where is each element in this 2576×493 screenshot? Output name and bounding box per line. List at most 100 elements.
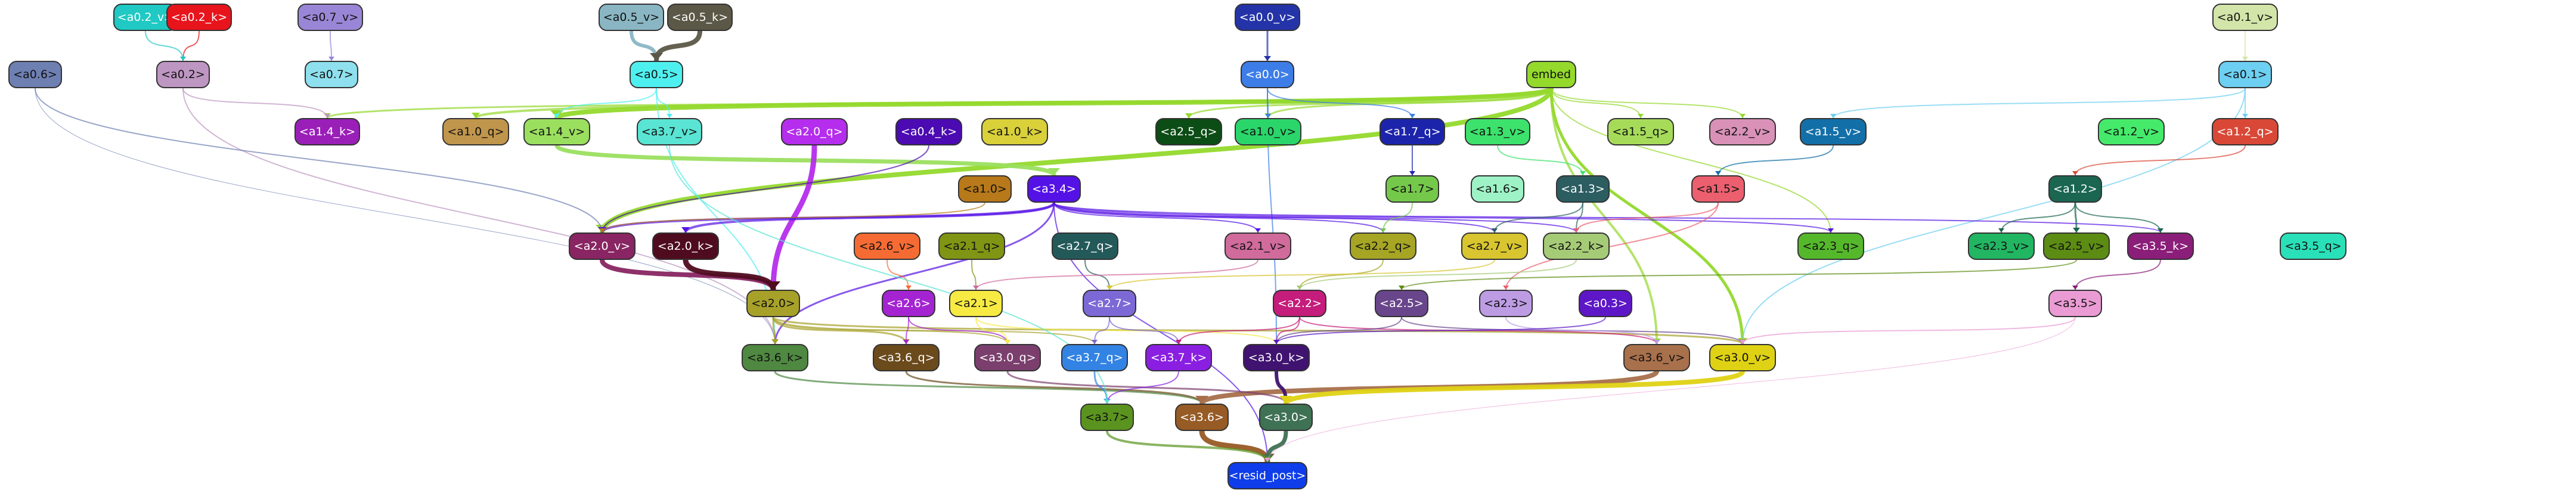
- node-a1-7[interactable]: <a1.7>: [1385, 175, 1439, 203]
- node-a2-3-v[interactable]: <a2.3_v>: [1968, 232, 2035, 260]
- edge-a2-2-to-a3-0_k: [1276, 317, 1300, 345]
- edge-arrowhead: [1492, 228, 1498, 232]
- edge-arrowhead: [1104, 399, 1110, 404]
- node-a3-0-k[interactable]: <a3.0_k>: [1243, 344, 1310, 371]
- node-a1-2-v[interactable]: <a1.2_v>: [2098, 118, 2165, 145]
- edge-arrowhead: [1503, 286, 1509, 290]
- node-a0-4-k[interactable]: <a0.4_k>: [895, 118, 962, 145]
- node-a2-7-q[interactable]: <a2.7_q>: [1052, 232, 1118, 260]
- edge-arrowhead: [1715, 171, 1721, 175]
- node-a3-6-v[interactable]: <a3.6_v>: [1623, 344, 1690, 371]
- edge-arrowhead: [1740, 114, 1746, 118]
- node-a3-5[interactable]: <a3.5>: [2048, 290, 2102, 317]
- node-a2-5-q[interactable]: <a2.5_q>: [1155, 118, 1222, 145]
- edge-arrowhead: [771, 339, 779, 344]
- node-a2-7[interactable]: <a2.7>: [1083, 290, 1136, 317]
- edge-a2-7-to-a3-7_q: [1094, 317, 1110, 345]
- edge-a3-4-to-a2-2_q: [1053, 202, 1384, 233]
- node-a2-2-v[interactable]: <a2.2_v>: [1709, 118, 1776, 145]
- node-a1-3-v[interactable]: <a1.3_v>: [1465, 118, 1530, 145]
- node-a2-0-v[interactable]: <a2.0_v>: [569, 232, 636, 260]
- node-a2-5[interactable]: <a2.5>: [1375, 290, 1428, 317]
- node-a3-7-q[interactable]: <a3.7_q>: [1061, 344, 1128, 371]
- node-a3-6-k[interactable]: <a3.6_k>: [742, 344, 808, 371]
- node-a1-3[interactable]: <a1.3>: [1556, 175, 1610, 203]
- node-a1-4-k[interactable]: <a1.4_k>: [295, 118, 360, 145]
- node-a2-3[interactable]: <a2.3>: [1479, 290, 1533, 317]
- node-a0-7-v[interactable]: <a0.7_v>: [297, 4, 363, 31]
- node-a1-0-q[interactable]: <a1.0_q>: [442, 118, 509, 145]
- node-a2-1-q[interactable]: <a2.1_q>: [938, 232, 1005, 260]
- edge-a0-3-to-a3-0_k: [1276, 317, 1606, 345]
- node-resid-post[interactable]: <resid_post>: [1227, 462, 1307, 489]
- edge-a1-4_v-to-a3-4: [554, 144, 1056, 176]
- node-a1-2[interactable]: <a1.2>: [2048, 175, 2102, 203]
- node-a3-7-k[interactable]: <a3.7_k>: [1145, 344, 1212, 371]
- node-a1-6[interactable]: <a1.6>: [1471, 175, 1524, 203]
- node-a0-5[interactable]: <a0.5>: [630, 61, 683, 88]
- edge-arrowhead: [472, 113, 480, 118]
- edge-arrowhead: [2072, 286, 2078, 290]
- node-a0-7[interactable]: <a0.7>: [305, 61, 358, 88]
- node-a1-0[interactable]: <a1.0>: [958, 175, 1012, 203]
- node-a2-0[interactable]: <a2.0>: [746, 290, 800, 317]
- node-a3-7[interactable]: <a3.7>: [1080, 404, 1134, 431]
- edge-arrowhead: [1048, 168, 1060, 175]
- edge-a2-2_q-to-a2-2: [1299, 259, 1384, 290]
- node-a2-2-q[interactable]: <a2.2_q>: [1350, 232, 1416, 260]
- node-a3-0[interactable]: <a3.0>: [1259, 404, 1313, 431]
- edge-embed-to-a3-6_v: [1550, 88, 1658, 345]
- node-a2-2[interactable]: <a2.2>: [1273, 290, 1326, 317]
- node-a2-0-q[interactable]: <a2.0_q>: [781, 118, 848, 145]
- node-a0-5-k[interactable]: <a0.5_k>: [667, 4, 733, 31]
- node-a3-5-q[interactable]: <a3.5_q>: [2280, 232, 2346, 260]
- node-a1-0-v[interactable]: <a1.0_v>: [1235, 118, 1301, 145]
- node-a1-2-q[interactable]: <a1.2_q>: [2212, 118, 2279, 145]
- node-a2-1[interactable]: <a2.1>: [949, 290, 1003, 317]
- node-a2-6[interactable]: <a2.6>: [882, 290, 935, 317]
- node-a1-4-v[interactable]: <a1.4_v>: [523, 118, 590, 145]
- edge-a0-1-to-a1-5_v: [1833, 88, 2246, 119]
- node-a0-5-v[interactable]: <a0.5_v>: [599, 4, 664, 31]
- edge-arrowhead: [1740, 340, 1746, 344]
- node-a1-5-v[interactable]: <a1.5_v>: [1800, 118, 1867, 145]
- node-a3-5-k[interactable]: <a3.5_k>: [2127, 232, 2194, 260]
- node-a0-0[interactable]: <a0.0>: [1241, 61, 1294, 88]
- node-a0-6[interactable]: <a0.6>: [8, 61, 62, 88]
- node-a2-5-v[interactable]: <a2.5_v>: [2043, 232, 2110, 260]
- edge-arrowhead: [599, 228, 605, 232]
- edge-a3-4-to-a2-2_k: [1053, 202, 1577, 233]
- edge-a1-3-to-a2-7_v: [1494, 202, 1583, 233]
- node-a3-7-v[interactable]: <a3.7_v>: [637, 118, 702, 145]
- node-a0-1-v[interactable]: <a0.1_v>: [2212, 4, 2278, 31]
- edge-arrowhead: [1279, 396, 1292, 404]
- node-a0-0-v[interactable]: <a0.0_v>: [1235, 4, 1300, 31]
- node-a0-3[interactable]: <a0.3>: [1579, 290, 1632, 317]
- node-embed[interactable]: embed: [1526, 61, 1576, 88]
- node-a2-3-q[interactable]: <a2.3_q>: [1797, 232, 1864, 260]
- node-a1-5[interactable]: <a1.5>: [1691, 175, 1745, 203]
- node-a2-0-k[interactable]: <a2.0_k>: [652, 232, 719, 260]
- edge-a2-2_k-to-a2-2: [1299, 259, 1577, 290]
- node-a0-2[interactable]: <a0.2>: [156, 61, 210, 88]
- edge-arrowhead: [1830, 114, 1836, 118]
- node-a1-7-q[interactable]: <a1.7_q>: [1380, 118, 1445, 145]
- node-a3-6[interactable]: <a3.6>: [1175, 404, 1229, 431]
- node-a3-0-q[interactable]: <a3.0_q>: [974, 344, 1041, 371]
- node-a1-0-k[interactable]: <a1.0_k>: [981, 118, 1048, 145]
- edge-embed-to-a2-2_v: [1551, 88, 1743, 119]
- node-a3-6-q[interactable]: <a3.6_q>: [873, 344, 940, 371]
- node-a0-2-k[interactable]: <a0.2_k>: [166, 4, 232, 31]
- node-a0-1[interactable]: <a0.1>: [2218, 61, 2272, 88]
- edge-arrowhead: [1409, 114, 1415, 118]
- node-a2-7-v[interactable]: <a2.7_v>: [1461, 232, 1528, 260]
- edge-a1-2-to-a2-3_v: [2001, 202, 2076, 233]
- node-a2-6-v[interactable]: <a2.6_v>: [854, 232, 920, 260]
- edge-arrowhead: [1185, 113, 1192, 118]
- node-a2-2-k[interactable]: <a2.2_k>: [1543, 232, 1610, 260]
- node-a3-0-v[interactable]: <a3.0_v>: [1709, 344, 1776, 371]
- node-a2-1-v[interactable]: <a2.1_v>: [1225, 232, 1291, 260]
- node-a1-5-q[interactable]: <a1.5_q>: [1607, 118, 1674, 145]
- node-a3-4[interactable]: <a3.4>: [1027, 175, 1081, 203]
